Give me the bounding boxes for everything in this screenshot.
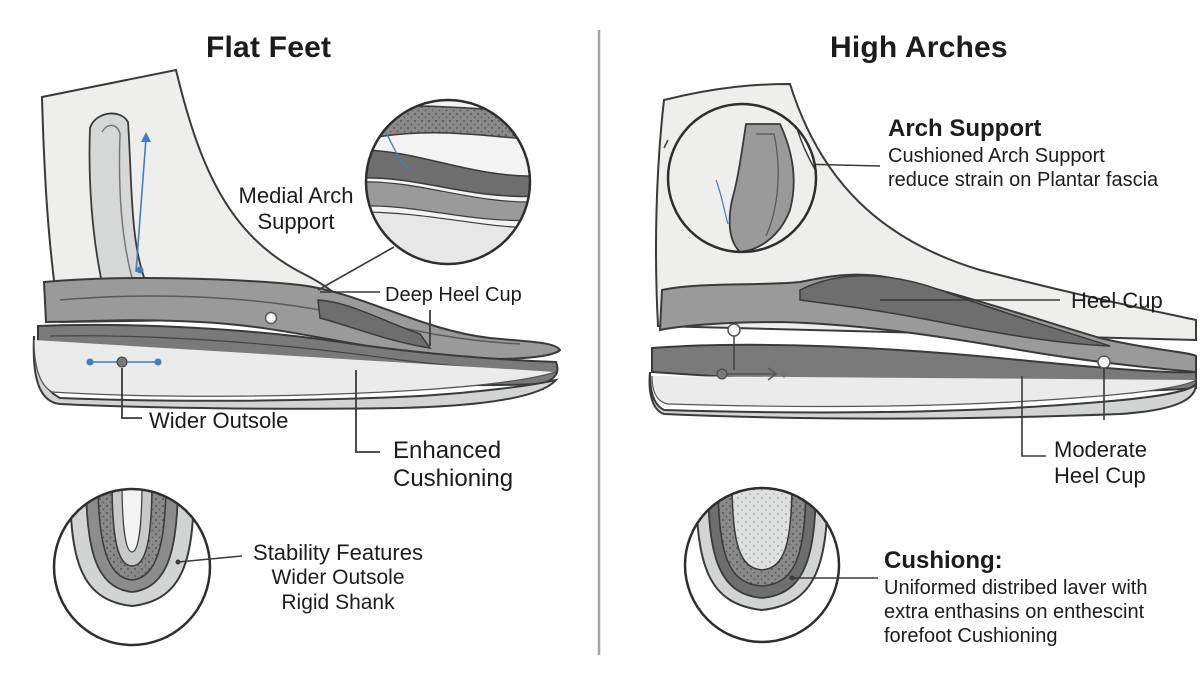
medial-arch-support-label: Medial Arch Support xyxy=(226,183,366,235)
arch-support-line-2: reduce strain on Plantar fascia xyxy=(888,168,1159,191)
flat-feet-title: Flat Feet xyxy=(206,31,332,64)
moderate-heel-cup-label: Moderate Heel Cup xyxy=(1054,437,1147,489)
stability-line-2: Rigid Shank xyxy=(281,590,395,614)
cushioning-line-2: extra enthasins on enthescint xyxy=(884,600,1145,623)
enhanced-cushioning-label: Enhanced Cushioning xyxy=(393,437,513,494)
cushioning-line-1: Uniformed distribed laver with xyxy=(884,577,1148,600)
stability-features-heading: Stability Features xyxy=(253,540,423,565)
wider-outsole-label: Wider Outsole xyxy=(149,408,289,433)
enhanced-cushioning-line-1: Enhanced xyxy=(393,437,502,464)
arch-support-heading: Arch Support xyxy=(888,115,1042,142)
stability-line-1: Wider Outsole xyxy=(271,565,405,589)
flat-foot-heel-cup-detail xyxy=(52,487,243,647)
deep-heel-cup-label: Deep Heel Cup xyxy=(385,284,522,306)
high-arch-heel-cup xyxy=(658,273,1197,374)
flat-foot-arch-detail xyxy=(364,98,532,266)
moderate-heel-cup-line-2: Heel Cup xyxy=(1054,462,1146,488)
moderate-heel-cup-line-1: Moderate xyxy=(1054,437,1147,462)
medial-arch-support-line-1: Medial Arch xyxy=(238,183,354,208)
flat-foot-heel-cup-wedge xyxy=(317,299,432,350)
cushioning-heading: Cushiong: xyxy=(884,547,1003,574)
heel-cup-label: Heel Cup xyxy=(1071,288,1163,313)
enhanced-cushioning-line-2: Cushioning xyxy=(393,465,514,493)
cushioning-block: Cushiong: Uniformed distribed laver with… xyxy=(884,547,1147,648)
arch-support-block: Arch Support Cushioned Arch Support redu… xyxy=(888,115,1158,193)
cushioning-line-3: forefoot Cushioning xyxy=(884,624,1058,647)
high-arch-cushioning-detail xyxy=(683,486,878,644)
high-arch-outsole xyxy=(648,371,1198,420)
stability-features-block: Stability Features Wider Outsole Rigid S… xyxy=(240,540,436,615)
medial-arch-support-line-2: Support xyxy=(257,208,335,234)
flat-foot-insole-top xyxy=(42,277,562,360)
high-arch-arch-detail xyxy=(666,102,818,254)
arch-support-line-1: Cushioned Arch Support xyxy=(888,145,1105,168)
high-arch-illustration xyxy=(648,82,1198,644)
high-arch-arch-pad xyxy=(799,275,1111,347)
high-arches-title: High Arches xyxy=(830,31,1008,64)
